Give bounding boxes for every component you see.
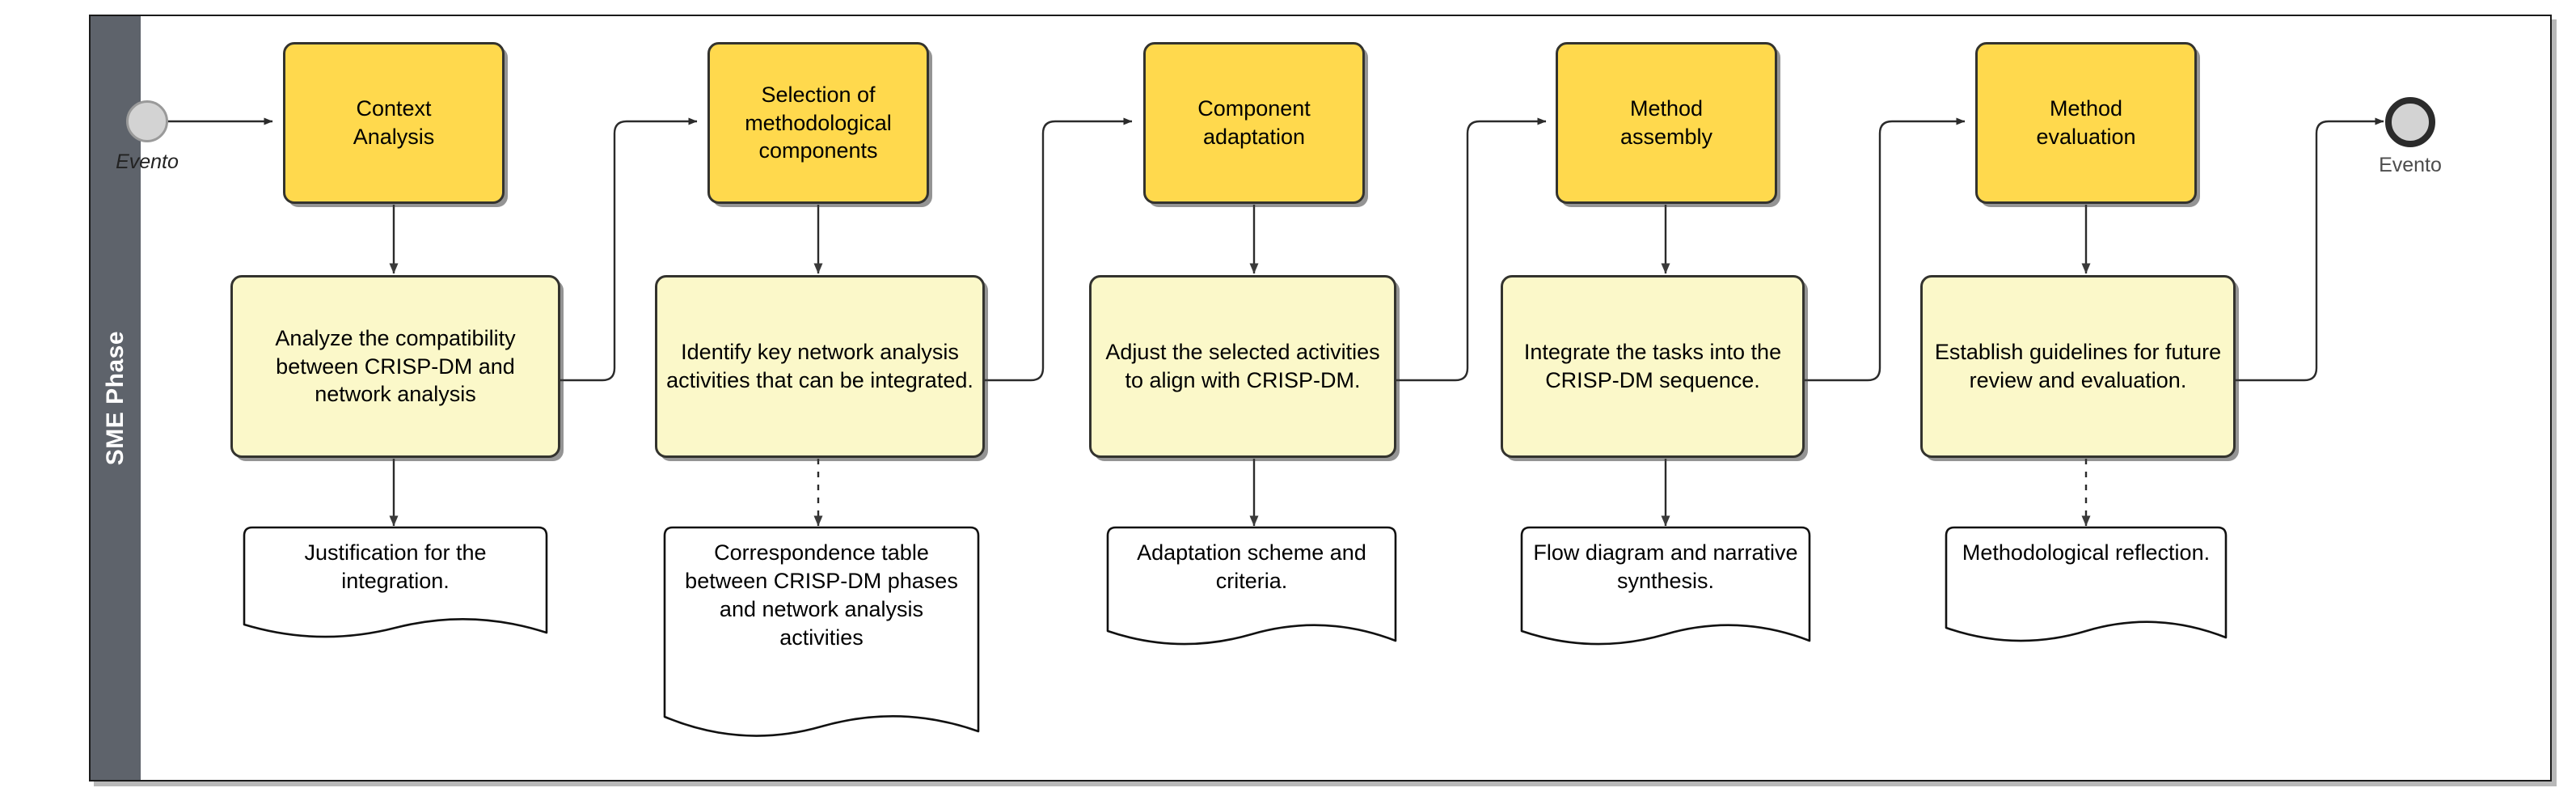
document-label: Flow diagram and narrative synthesis.: [1533, 540, 1798, 594]
document-shape-icon: [1945, 526, 2228, 642]
activity-label: Identify key network analysis activities…: [666, 340, 973, 392]
document-label: Justification for the integration.: [304, 540, 487, 594]
start-event-label: Evento: [116, 150, 179, 173]
task-label: Component adaptation: [1197, 96, 1311, 149]
document-label: Methodological reflection.: [1962, 540, 2211, 565]
activity-adjust-selected-activities[interactable]: Adjust the selected activities to align …: [1089, 275, 1396, 458]
task-method-evaluation[interactable]: Method evaluation: [1975, 42, 2197, 204]
activity-identify-key-network-analysis[interactable]: Identify key network analysis activities…: [655, 275, 985, 458]
document-shape-icon: [1520, 526, 1811, 646]
document-methodological-reflection[interactable]: Methodological reflection.: [1945, 526, 2228, 657]
activity-integrate-tasks[interactable]: Integrate the tasks into the CRISP-DM se…: [1501, 275, 1805, 458]
document-correspondence-table[interactable]: Correspondence table between CRISP-DM ph…: [663, 526, 980, 751]
document-label: Adaptation scheme and criteria.: [1137, 540, 1366, 594]
lane-header-sme-phase: SME Phase: [91, 16, 141, 780]
task-label: Method evaluation: [2036, 96, 2136, 149]
document-shape-icon: [1106, 526, 1397, 646]
document-label: Correspondence table between CRISP-DM ph…: [685, 540, 958, 650]
task-method-assembly[interactable]: Method assembly: [1556, 42, 1777, 204]
document-shape-icon: [243, 526, 548, 638]
document-flow-diagram[interactable]: Flow diagram and narrative synthesis.: [1520, 526, 1811, 662]
task-context-analysis[interactable]: Context Analysis: [283, 42, 505, 204]
activity-label: Adjust the selected activities to align …: [1105, 340, 1380, 392]
activity-label: Analyze the compatibility between CRISP-…: [275, 326, 516, 407]
document-justification[interactable]: Justification for the integration.: [243, 526, 548, 652]
task-label: Selection of methodological components: [745, 83, 892, 163]
end-event-circle[interactable]: [2385, 97, 2435, 147]
task-component-adaptation[interactable]: Component adaptation: [1143, 42, 1365, 204]
document-shape-icon: [663, 526, 980, 737]
activity-label: Integrate the tasks into the CRISP-DM se…: [1523, 340, 1782, 392]
activity-establish-guidelines[interactable]: Establish guidelines for future review a…: [1920, 275, 2236, 458]
task-label: Context Analysis: [353, 96, 435, 149]
end-event-label: Evento: [2379, 154, 2442, 176]
activity-analyze-compatibility[interactable]: Analyze the compatibility between CRISP-…: [230, 275, 560, 458]
task-label: Method assembly: [1620, 96, 1713, 149]
document-adaptation-scheme[interactable]: Adaptation scheme and criteria.: [1106, 526, 1397, 662]
task-selection-of-methodological-components[interactable]: Selection of methodological components: [707, 42, 929, 204]
start-event-circle[interactable]: [126, 100, 168, 142]
activity-label: Establish guidelines for future review a…: [1934, 340, 2222, 392]
